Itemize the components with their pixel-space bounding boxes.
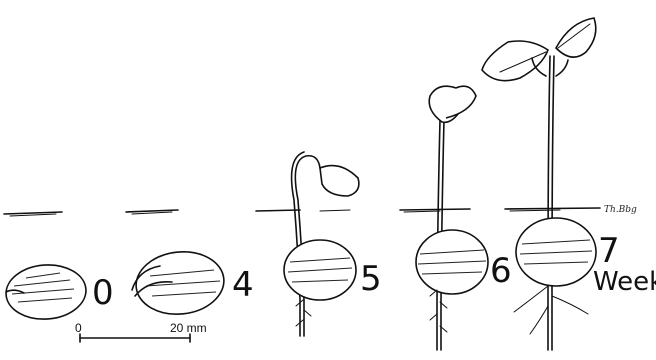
scale-bar-end-label: 20 mm bbox=[170, 321, 207, 335]
seedling-stage-6 bbox=[416, 86, 488, 350]
stage-label-6: 6 bbox=[490, 251, 512, 291]
seed-stage-0 bbox=[4, 262, 88, 321]
stage-label-7: 7 bbox=[598, 231, 620, 271]
seedling-stage-5 bbox=[284, 152, 359, 336]
stage-label-4: 4 bbox=[232, 265, 254, 305]
stage-label-0: 0 bbox=[92, 273, 114, 313]
scale-bar: 0 20 mm bbox=[75, 321, 207, 342]
seed-stage-4 bbox=[132, 248, 227, 319]
artist-signature: Th.Bbg bbox=[604, 205, 637, 215]
scale-bar-start-label: 0 bbox=[75, 321, 82, 335]
stage-label-5: 5 bbox=[360, 259, 382, 299]
weeks-unit-label: Weeks bbox=[593, 267, 656, 297]
seedling-stage-7 bbox=[482, 18, 596, 350]
ground-line bbox=[4, 208, 600, 216]
